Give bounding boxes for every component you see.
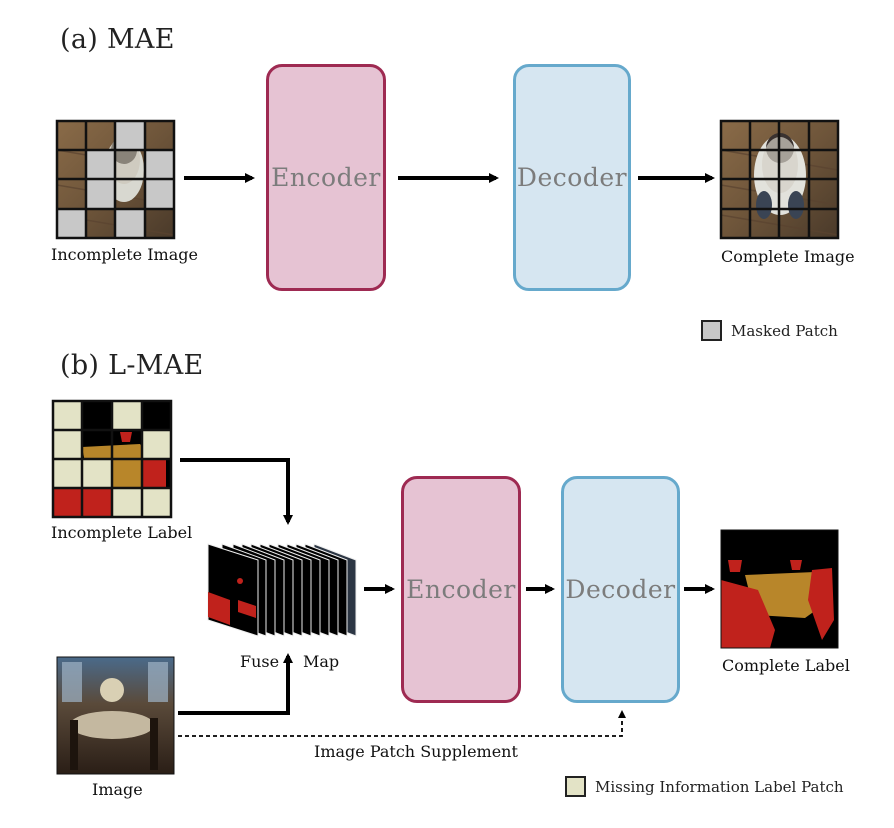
masked-patches [57, 121, 174, 238]
caption-image-patch-supplement: Image Patch Supplement [314, 742, 518, 761]
fuse-map-stack [207, 543, 357, 637]
title-lmae: (b) L-MAE [60, 350, 204, 381]
caption-incomplete-label: Incomplete Label [51, 523, 193, 542]
legend-missing-swatch [565, 776, 586, 797]
caption-map: Map [303, 652, 340, 671]
complete-image [719, 119, 840, 240]
legend-masked-label: Masked Patch [731, 322, 838, 340]
incomplete-label [51, 399, 173, 519]
legend-missing-label: Missing Information Label Patch [595, 778, 844, 796]
title-mae: (a) MAE [60, 24, 175, 55]
caption-incomplete-image: Incomplete Image [51, 245, 198, 264]
arrow-image-patch-supplement [178, 710, 626, 737]
decoder-block-a: Decoder [513, 64, 631, 291]
arrow-label-to-fuse [180, 458, 293, 525]
caption-image: Image [92, 780, 143, 799]
caption-complete-label: Complete Label [722, 656, 850, 675]
missing-patches [53, 401, 171, 517]
caption-complete-image: Complete Image [721, 247, 855, 266]
decoder-block-b: Decoder [561, 476, 680, 703]
encoder-block-a: Encoder [266, 64, 386, 291]
input-image [56, 656, 175, 775]
encoder-block-b: Encoder [401, 476, 521, 703]
legend-masked-swatch [701, 320, 722, 341]
complete-label [720, 529, 839, 649]
arrow-image-to-fuse [178, 653, 293, 715]
incomplete-image [55, 119, 176, 240]
caption-fuse: Fuse [240, 652, 280, 671]
